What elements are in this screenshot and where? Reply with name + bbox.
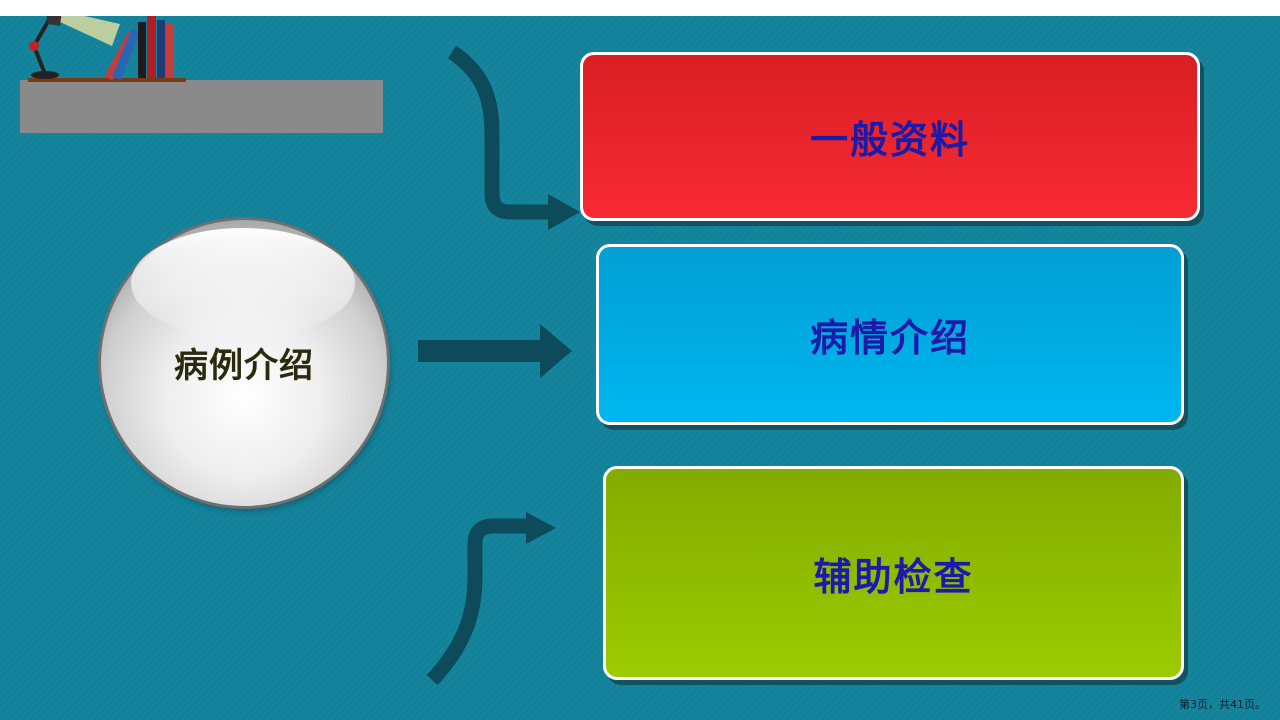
auxiliary-exam-box: 辅助检查 <box>603 466 1184 680</box>
arrow-layer <box>418 45 580 686</box>
general-info-label: 一般资料 <box>809 117 970 162</box>
page-indicator: 第3页，共41页。 <box>1179 698 1266 711</box>
general-info-box: 一般资料 <box>580 52 1200 221</box>
slide: 病例介绍 一般资料 病情介绍 辅助检查 第3页，共41页。 <box>0 16 1280 720</box>
auxiliary-exam-label: 辅助检查 <box>813 553 974 599</box>
arrow-to-general <box>447 45 580 230</box>
orb-highlight <box>131 228 355 338</box>
bookshelf-decoration <box>20 16 383 133</box>
shelf-board <box>20 80 383 133</box>
arrow-to-condition <box>418 324 572 378</box>
books-icon <box>104 16 173 81</box>
arrow-to-exam <box>426 512 556 686</box>
desk-lamp-icon <box>29 16 120 79</box>
shelf-edge <box>28 78 186 82</box>
orb-label: 病例介绍 <box>174 346 314 386</box>
condition-label: 病情介绍 <box>809 315 970 360</box>
condition-box: 病情介绍 <box>596 244 1184 425</box>
case-intro-orb: 病例介绍 <box>101 220 387 506</box>
